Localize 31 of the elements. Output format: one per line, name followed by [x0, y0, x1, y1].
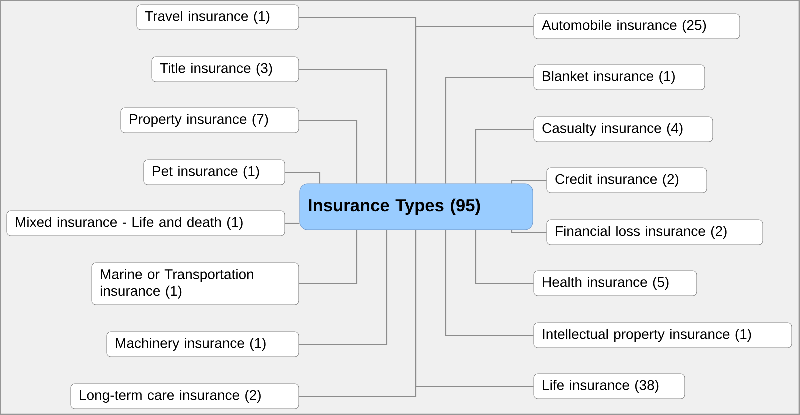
- connector-line: [285, 172, 321, 184]
- connector-line: [285, 222, 300, 224]
- connector-line: [511, 230, 547, 234]
- connector-line: [475, 230, 534, 284]
- connector-line: [445, 230, 534, 336]
- branch-box: Marine or Transportation insurance (1): [92, 262, 300, 306]
- branch-box: Pet insurance (1): [144, 160, 286, 186]
- connector-line: [299, 120, 358, 184]
- branch-box: Title insurance (3): [152, 56, 300, 82]
- branch-box: Life insurance (38): [534, 374, 686, 400]
- connector-line: [445, 76, 534, 184]
- branch-box: Machinery insurance (1): [106, 332, 300, 358]
- connector-line: [511, 180, 547, 184]
- branch-box: Credit insurance (2): [546, 168, 708, 194]
- branch-box: Travel insurance (1): [136, 4, 300, 30]
- branch-box: Blanket insurance (1): [534, 64, 706, 90]
- connector-line: [299, 68, 388, 184]
- branch-box: Mixed insurance - Life and death (1): [6, 210, 286, 236]
- branch-box: Health insurance (5): [534, 270, 698, 296]
- branch-box: Intellectual property insurance (1): [534, 322, 792, 348]
- branch-box: Property insurance (7): [120, 108, 300, 134]
- branch-box: Long-term care insurance (2): [70, 384, 300, 410]
- connector-line: [299, 230, 388, 346]
- connector-line: [299, 230, 358, 285]
- topic-box: Insurance Types (95): [300, 184, 534, 230]
- connector-line: [415, 26, 534, 184]
- connector-line: [415, 230, 534, 388]
- branch-box: Casualty insurance (4): [534, 116, 714, 142]
- branch-box: Automobile insurance (25): [534, 14, 740, 40]
- connector-line: [475, 128, 534, 184]
- branch-box: Financial loss insurance (2): [546, 220, 764, 246]
